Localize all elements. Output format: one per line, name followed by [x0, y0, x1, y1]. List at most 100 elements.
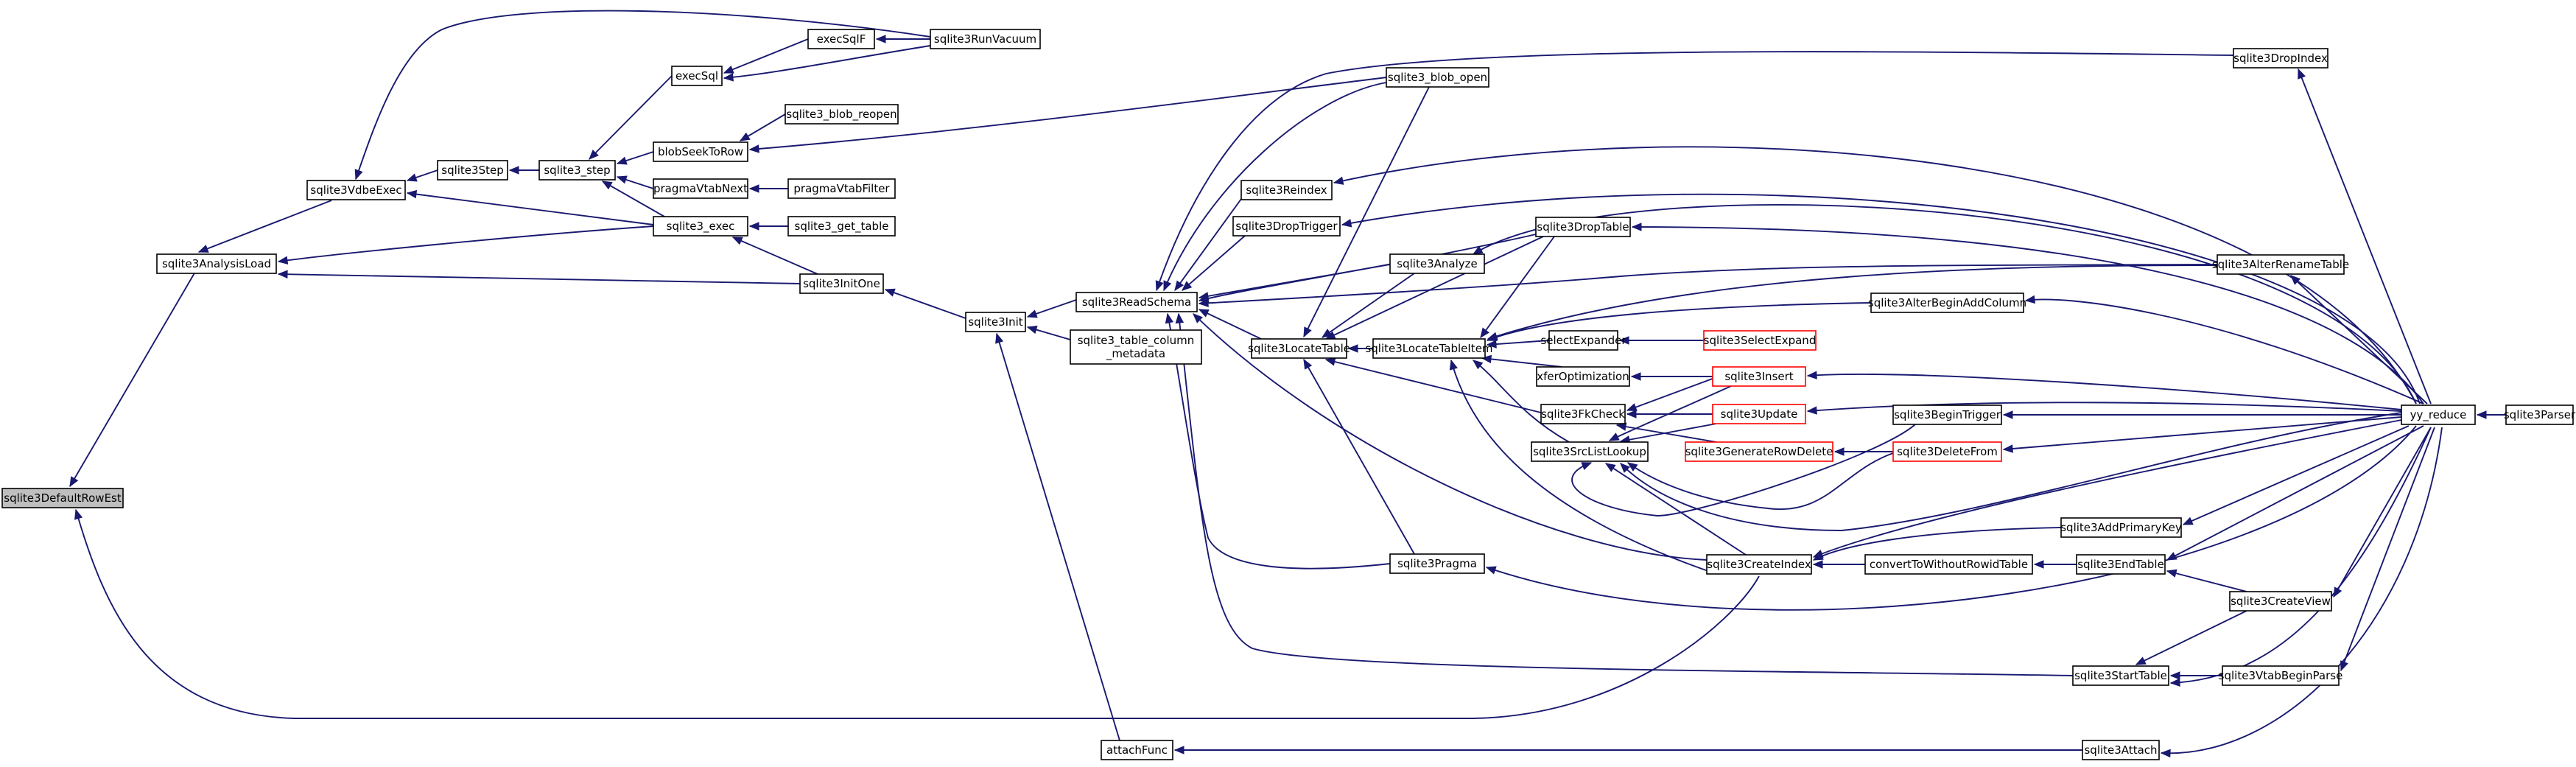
node-attach[interactable]: sqlite3Attach	[2082, 740, 2160, 760]
node-blob_open[interactable]: sqlite3_blob_open	[1386, 67, 1489, 88]
node-box[interactable]	[538, 160, 616, 181]
node-box[interactable]	[2505, 404, 2574, 425]
node-box[interactable]	[1892, 404, 2002, 425]
node-box[interactable]	[1075, 292, 1198, 312]
node-locatetable[interactable]: sqlite3LocateTable	[1248, 338, 1350, 359]
node-step[interactable]: sqlite3Step	[437, 160, 508, 181]
node-box[interactable]	[1372, 338, 1486, 359]
node-pragmavtabfilter[interactable]: pragmaVtabFilter	[787, 178, 896, 199]
node-runvacuum[interactable]: sqlite3RunVacuum	[930, 29, 1041, 49]
node-srclistlookup[interactable]: sqlite3SrcListLookup	[1531, 441, 1649, 462]
node-yy_reduce[interactable]: yy_reduce	[2401, 404, 2476, 425]
node-box[interactable]	[1685, 441, 1833, 462]
node-pragma[interactable]: sqlite3Pragma	[1389, 553, 1485, 574]
node-deletefrom[interactable]: sqlite3DeleteFrom	[1892, 441, 2002, 462]
node-table_column_metadata[interactable]: sqlite3_table_column_metadata	[1070, 329, 1202, 365]
node-begintrigger[interactable]: sqlite3BeginTrigger	[1892, 404, 2002, 425]
node-reindex[interactable]: sqlite3Reindex	[1240, 180, 1333, 200]
node-box[interactable]	[653, 141, 748, 162]
node-get_table[interactable]: sqlite3_get_table	[787, 216, 896, 237]
node-addprimarykey[interactable]: sqlite3AddPrimaryKey	[2060, 517, 2182, 538]
node-box[interactable]	[2222, 665, 2340, 686]
node-box[interactable]	[1251, 338, 1347, 359]
node-execsql[interactable]: execSql	[671, 66, 723, 86]
node-xferoptimization[interactable]: xferOptimization	[1536, 366, 1630, 387]
node-fkcheck[interactable]: sqlite3FkCheck	[1540, 404, 1626, 424]
node-converttowithoutrowidtable[interactable]: convertToWithoutRowidTable	[1864, 554, 2033, 575]
node-box[interactable]	[2072, 665, 2169, 686]
node-box[interactable]	[653, 178, 748, 199]
node-box[interactable]	[1548, 330, 1618, 351]
node-box[interactable]	[671, 66, 723, 86]
node-blob_reopen[interactable]: sqlite3_blob_reopen	[785, 104, 899, 125]
node-box[interactable]	[1386, 67, 1489, 88]
node-analysisload[interactable]: sqlite3AnalysisLoad	[156, 253, 277, 274]
node-box[interactable]	[785, 104, 899, 125]
node-box[interactable]	[2229, 591, 2332, 612]
node-generaterowdelete[interactable]: sqlite3GenerateRowDelete	[1685, 441, 1833, 462]
node-box[interactable]	[787, 216, 896, 237]
node-createindex[interactable]: sqlite3CreateIndex	[1706, 554, 1812, 575]
node-vtabbeginparse[interactable]: sqlite3VtabBeginParse	[2219, 665, 2343, 686]
node-readschema[interactable]: sqlite3ReadSchema	[1075, 292, 1198, 312]
node-root[interactable]: sqlite3DefaultRowEst	[1, 488, 124, 508]
node-box[interactable]	[437, 160, 508, 181]
node-box[interactable]	[807, 29, 875, 49]
node-box[interactable]	[2217, 254, 2345, 275]
node-box[interactable]	[1712, 404, 1806, 424]
node-parser[interactable]: sqlite3Parser	[2504, 404, 2576, 425]
node-box[interactable]	[1232, 216, 1341, 237]
node-box[interactable]	[1531, 441, 1649, 462]
node-insert[interactable]: sqlite3Insert	[1712, 366, 1806, 387]
node-box[interactable]	[1101, 740, 1173, 760]
node-droptrigger[interactable]: sqlite3DropTrigger	[1232, 216, 1341, 237]
node-box[interactable]	[1892, 441, 2002, 462]
node-box[interactable]	[2082, 740, 2160, 760]
node-initone[interactable]: sqlite3InitOne	[799, 273, 884, 294]
node-update[interactable]: sqlite3Update	[1712, 404, 1806, 424]
node-box[interactable]	[1535, 217, 1631, 237]
node-box[interactable]	[2233, 48, 2328, 69]
node-box[interactable]	[306, 180, 406, 200]
node-box[interactable]	[965, 312, 1026, 332]
node-box[interactable]	[1389, 553, 1485, 574]
node-box[interactable]	[1389, 253, 1485, 274]
node-box[interactable]	[1703, 330, 1817, 351]
node-box[interactable]	[653, 216, 748, 237]
node-droptable[interactable]: sqlite3DropTable	[1535, 217, 1631, 237]
node-endtable[interactable]: sqlite3EndTable	[2076, 554, 2166, 575]
node-vdbeexec[interactable]: sqlite3VdbeExec	[306, 180, 406, 200]
node-createview[interactable]: sqlite3CreateView	[2229, 591, 2332, 612]
node-box[interactable]	[1712, 366, 1806, 387]
node-execsqlf[interactable]: execSqlF	[807, 29, 875, 49]
node-init[interactable]: sqlite3Init	[965, 312, 1026, 332]
node-alterrenametable[interactable]: sqlite3AlterRenameTable	[2212, 254, 2349, 275]
node-box[interactable]	[1864, 554, 2033, 575]
node-box[interactable]	[930, 29, 1041, 49]
node-box[interactable]	[1870, 293, 2024, 313]
node-box[interactable]	[799, 273, 884, 294]
node-analyze[interactable]: sqlite3Analyze	[1389, 253, 1485, 274]
node-box[interactable]	[1070, 329, 1202, 365]
node-starttable[interactable]: sqlite3StartTable	[2072, 665, 2169, 686]
node-attachfunc[interactable]: attachFunc	[1101, 740, 1173, 760]
node-box[interactable]	[1240, 180, 1333, 200]
node-exec[interactable]: sqlite3_exec	[653, 216, 748, 237]
node-box[interactable]	[2401, 404, 2476, 425]
node-box[interactable]	[1706, 554, 1812, 575]
node-selectexpander[interactable]: selectExpander	[1540, 330, 1626, 351]
node-locatetableitem[interactable]: sqlite3LocateTableItem	[1365, 338, 1493, 359]
node-alterbeginaddcolumn[interactable]: sqlite3AlterBeginAddColumn	[1868, 293, 2026, 313]
node-box[interactable]	[1, 488, 124, 508]
node-box[interactable]	[2060, 517, 2182, 538]
node-box[interactable]	[156, 253, 277, 274]
node-selectexpand[interactable]: sqlite3SelectExpand	[1703, 330, 1817, 351]
node-box[interactable]	[787, 178, 896, 199]
node-box[interactable]	[1536, 366, 1630, 387]
node-box[interactable]	[1540, 404, 1626, 424]
node-sqlite3_step[interactable]: sqlite3_step	[538, 160, 616, 181]
node-pragmavtabnext[interactable]: pragmaVtabNext	[653, 178, 748, 199]
node-dropindex[interactable]: sqlite3DropIndex	[2233, 48, 2328, 69]
node-blobseektorow[interactable]: blobSeekToRow	[653, 141, 748, 162]
node-box[interactable]	[2076, 554, 2166, 575]
